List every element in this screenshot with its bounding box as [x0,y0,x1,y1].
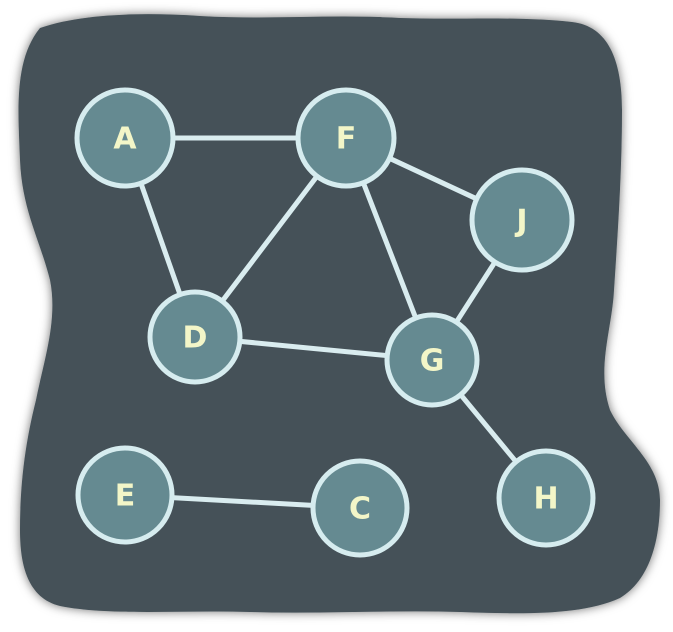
node-f: F [295,87,397,189]
node-label-a: A [113,122,137,157]
node-label-c: C [349,492,371,527]
node-g: G [384,312,480,408]
node-label-h: H [533,482,558,517]
node-label-j: J [514,204,527,239]
node-circle-d [147,289,243,385]
node-circle-c [310,458,410,558]
node-j: J [469,167,575,273]
node-circle-h [496,448,596,548]
node-h: H [496,448,596,548]
node-circle-j [469,167,575,273]
node-label-g: G [420,344,445,379]
node-circle-e [75,445,175,545]
node-circle-a [74,87,176,189]
node-d: D [147,289,243,385]
node-label-f: F [336,122,357,157]
background-blob [18,14,661,614]
node-circle-f [295,87,397,189]
nodes-layer: A F J D G E C H [74,87,596,558]
node-circle-g [384,312,480,408]
node-label-d: D [183,321,208,356]
node-a: A [74,87,176,189]
node-e: E [75,445,175,545]
node-c: C [310,458,410,558]
node-label-e: E [115,479,136,514]
